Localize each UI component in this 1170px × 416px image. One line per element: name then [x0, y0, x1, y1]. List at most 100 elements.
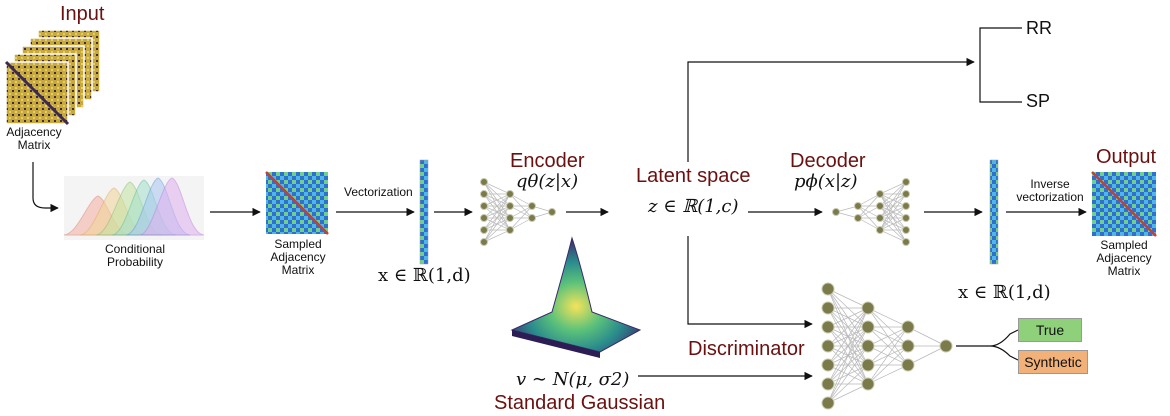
network-edge	[857, 193, 881, 207]
network-node	[528, 202, 536, 210]
true-output-box: True	[1018, 318, 1082, 342]
network-edge	[483, 193, 511, 231]
network-node	[506, 202, 514, 210]
network-edge	[509, 193, 533, 207]
network-node	[821, 396, 835, 410]
arrow-input-to-probability	[32, 162, 59, 213]
network-node	[876, 190, 884, 198]
network-node	[902, 178, 910, 186]
network-node	[876, 202, 884, 210]
output-title: Output	[1096, 146, 1157, 168]
network-edge	[827, 364, 869, 404]
network-node	[480, 190, 488, 198]
decoder-network	[832, 178, 910, 246]
network-node	[821, 358, 835, 372]
classifier-bracket	[979, 27, 1022, 103]
network-node	[821, 320, 835, 334]
network-node	[902, 190, 910, 198]
network-node	[480, 202, 488, 210]
network-edge	[879, 181, 907, 195]
vector-right	[989, 159, 999, 265]
encoder-formula: qθ(z|x)	[516, 171, 579, 192]
rr-label: RR	[1026, 18, 1052, 38]
network-node	[901, 320, 915, 334]
network-edge	[483, 181, 511, 195]
network-edge	[827, 326, 869, 404]
network-node	[854, 202, 862, 210]
vectorization-label: Vectorization	[344, 185, 413, 199]
network-node	[506, 226, 514, 234]
gaussian-surface	[510, 236, 642, 358]
network-node	[480, 226, 488, 234]
network-node	[528, 214, 536, 222]
network-edge	[867, 345, 909, 385]
network-node	[548, 208, 556, 216]
network-edge	[827, 345, 869, 404]
network-edge	[857, 217, 881, 231]
network-node	[854, 214, 862, 222]
inverse-vectorization-label: Inverse vectorization	[1016, 177, 1084, 205]
network-edge	[827, 383, 869, 404]
network-node	[902, 214, 910, 222]
network-node	[876, 214, 884, 222]
x-space-right: x ∈ ℝ(1,d)	[958, 282, 1051, 303]
conditional-probability-label: Conditional Probability	[104, 242, 166, 270]
network-node	[861, 377, 875, 391]
network-edge	[827, 307, 869, 385]
network-node	[901, 358, 915, 372]
network-node	[902, 226, 910, 234]
network-edge	[879, 181, 907, 219]
network-node	[861, 358, 875, 372]
sampled-matrix-left-label: Sampled Adjacency Matrix	[270, 237, 326, 278]
network-node	[902, 238, 910, 246]
input-title: Input	[60, 3, 105, 25]
input-matrix-stack	[4, 29, 101, 126]
network-node	[821, 339, 835, 353]
network-edge	[879, 205, 907, 231]
network-edge	[827, 307, 869, 366]
network-node	[821, 301, 835, 315]
network-edge	[483, 193, 511, 207]
network-edge	[827, 307, 869, 347]
network-edge	[483, 193, 511, 243]
network-node	[876, 226, 884, 234]
network-node	[832, 208, 840, 216]
latent-space-title: Latent space	[636, 165, 751, 187]
network-edge	[867, 326, 909, 385]
discriminator-network	[821, 282, 953, 410]
network-edge	[509, 217, 533, 231]
vector-left	[419, 159, 429, 265]
network-node	[821, 377, 835, 391]
network-edge	[827, 288, 869, 309]
adjacency-matrix-label: Adjacency Matrix	[6, 125, 62, 153]
network-edge	[857, 205, 881, 219]
synthetic-output-box: Synthetic	[1018, 350, 1088, 374]
sampled-matrix-left	[265, 171, 329, 235]
gaussian-formula: v ∼ N(μ, σ2)	[516, 369, 630, 390]
network-node	[480, 238, 488, 246]
network-edge	[867, 326, 909, 366]
discriminator-output-bracket	[956, 329, 1019, 361]
network-edge	[867, 326, 909, 347]
network-node	[939, 339, 953, 353]
network-node	[480, 178, 488, 186]
network-edge	[483, 229, 511, 243]
sampled-matrix-right	[1091, 171, 1157, 237]
network-edge	[867, 364, 909, 385]
encoder-network	[480, 178, 556, 246]
network-edge	[879, 229, 907, 243]
network-node	[861, 301, 875, 315]
network-node	[821, 282, 835, 296]
network-edge	[867, 307, 909, 328]
x-space-left: x ∈ ℝ(1,d)	[378, 265, 471, 286]
network-edge	[509, 205, 533, 219]
network-node	[506, 214, 514, 222]
conditional-probability-plot	[63, 176, 205, 240]
arrow-latent-to-classifier	[687, 57, 975, 162]
network-edge	[879, 217, 907, 231]
decoder-formula: pϕ(x|z)	[794, 171, 858, 192]
sp-label: SP	[1026, 91, 1051, 111]
network-edge	[879, 181, 907, 207]
